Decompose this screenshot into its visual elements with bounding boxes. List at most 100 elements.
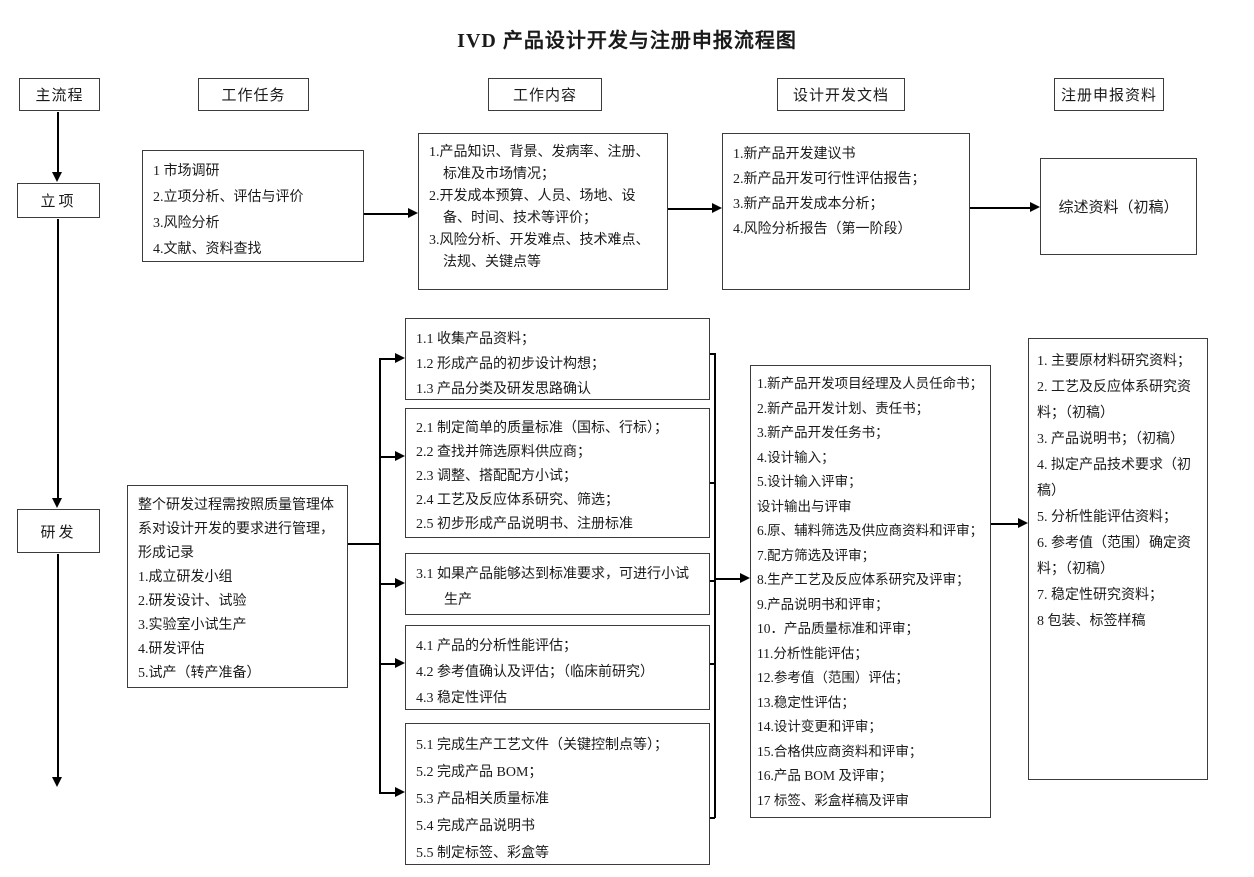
- text-line: 3. 产品说明书；（初稿）: [1037, 432, 1184, 447]
- text-line: 6. 参考值（范围）确定资料；（初稿）: [1037, 536, 1191, 577]
- connector-main-3: [57, 554, 59, 777]
- text-line: 14.设计变更和评审；: [757, 719, 882, 734]
- text-line: 5.设计输入评审；: [757, 474, 862, 489]
- text-line: 17 标签、彩盒样稿及评审: [757, 792, 909, 808]
- text-line: 整个研发过程需按照质量管理体系对设计开发的要求进行管理，形成记录: [138, 498, 334, 561]
- text-line: 设计输出与评审: [757, 498, 852, 514]
- text-line: 1.1 收集产品资料；: [416, 332, 535, 347]
- text-line: 7. 稳定性研究资料；: [1037, 588, 1163, 603]
- text-line: 5.2 完成产品 BOM；: [416, 765, 543, 780]
- arrow-right-icon: [712, 203, 722, 213]
- text-line: 2.立项分析、评估与评价: [153, 190, 304, 205]
- text-line: 2. 工艺及反应体系研究资料；（初稿）: [1037, 380, 1191, 421]
- arrow-right-icon: [1018, 518, 1028, 528]
- row2-content-box-3: 3.1 如果产品能够达到标准要求，可进行小试生产: [405, 553, 710, 615]
- text-line: 3.新产品开发任务书；: [757, 425, 889, 440]
- row2-docs-box: 1.新产品开发项目经理及人员任命书；2.新产品开发计划、责任书；3.新产品开发任…: [750, 365, 991, 818]
- connector-branch-vertical: [379, 358, 381, 793]
- text-line: 11.分析性能评估；: [757, 645, 868, 661]
- row1-task-box: 1 市场调研 2.立项分析、评估与评价 3.风险分析 4.文献、资料查找: [142, 150, 364, 262]
- text-line: 3.实验室小试生产: [138, 618, 247, 633]
- header-work-task: 工作任务: [198, 78, 309, 111]
- text-line: 1. 主要原材料研究资料；: [1037, 354, 1191, 369]
- text-line: 7.配方筛选及评审；: [757, 547, 876, 563]
- text-line: 5.4 完成产品说明书: [416, 819, 535, 834]
- connector-r1-a: [364, 213, 409, 215]
- arrow-right-icon: [395, 787, 405, 797]
- text-line: 2.2 查找并筛选原料供应商；: [416, 445, 591, 460]
- connector-branch-5: [379, 792, 397, 794]
- text-line: 4.设计输入；: [757, 449, 835, 465]
- text-line: 12.参考值（范围）评估；: [757, 670, 909, 685]
- connector-main-2: [57, 219, 59, 498]
- row1-registration-box: 综述资料（初稿）: [1040, 158, 1197, 255]
- text-line: 4.1 产品的分析性能评估；: [416, 639, 577, 654]
- connector-branch-1: [379, 358, 397, 360]
- text-line: 1.新产品开发建议书: [733, 147, 856, 162]
- stage-lixiang: 立项: [17, 183, 100, 218]
- connector-merge-vertical: [714, 353, 716, 818]
- text-line: 2.4 工艺及反应体系研究、筛选；: [416, 493, 619, 508]
- arrow-right-icon: [395, 451, 405, 461]
- arrow-right-icon: [1030, 202, 1040, 212]
- row2-content-box-1: 1.1 收集产品资料； 1.2 形成产品的初步设计构想； 1.3 产品分类及研发思路…: [405, 318, 710, 400]
- text-line: 3.风险分析: [153, 216, 220, 231]
- text-line: 1.成立研发小组: [138, 570, 233, 585]
- row2-content-box-4: 4.1 产品的分析性能评估； 4.2 参考值确认及评估；（临床前研究） 4.3 稳定…: [405, 625, 710, 710]
- text-line: 2.开发成本预算、人员、场地、设备、时间、技术等评价；: [429, 189, 636, 226]
- text-line: 5.试产（转产准备）: [138, 666, 261, 681]
- text-line: 1.产品知识、背景、发病率、注册、标准及市场情况；: [429, 145, 650, 182]
- text-line: 9.产品说明书和评审；: [757, 596, 889, 612]
- header-work-content: 工作内容: [488, 78, 602, 111]
- arrow-right-icon: [408, 208, 418, 218]
- text-line: 3.新产品开发成本分析；: [733, 197, 884, 212]
- text-line: 4. 拟定产品技术要求（初稿）: [1037, 458, 1191, 499]
- header-registration: 注册申报资料: [1054, 78, 1164, 111]
- arrow-right-icon: [740, 573, 750, 583]
- page-title: IVD 产品设计开发与注册申报流程图: [457, 30, 797, 52]
- text-line: 4.3 稳定性评估: [416, 691, 507, 706]
- connector-r1-c: [970, 207, 1031, 209]
- text-line: 2.1 制定简单的质量标准（国标、行标）；: [416, 421, 668, 436]
- text-line: 2.5 初步形成产品说明书、注册标准: [416, 517, 633, 532]
- connector-branch-3: [379, 583, 397, 585]
- connector-r2-out: [991, 523, 1019, 525]
- row2-content-box-5: 5.1 完成生产工艺文件（关键控制点等）； 5.2 完成产品 BOM； 5.3 产品…: [405, 723, 710, 865]
- connector-r1-b: [668, 208, 713, 210]
- text-line: 2.新产品开发可行性评估报告；: [733, 172, 926, 187]
- row2-task-box: 整个研发过程需按照质量管理体系对设计开发的要求进行管理，形成记录 1.成立研发小组…: [127, 485, 348, 688]
- text-line: 6.原、辅料筛选及供应商资料和评审；: [757, 523, 984, 538]
- text-line: 5. 分析性能评估资料；: [1037, 510, 1177, 525]
- header-main-process: 主流程: [19, 78, 100, 111]
- arrow-down-icon: [52, 498, 62, 508]
- row1-content-box: 1.产品知识、背景、发病率、注册、标准及市场情况； 2.开发成本预算、人员、场地、…: [418, 133, 668, 290]
- arrow-right-icon: [395, 658, 405, 668]
- text-line: 5.3 产品相关质量标准: [416, 792, 549, 807]
- connector-merge-5: [710, 817, 715, 819]
- text-line: 1 市场调研: [153, 164, 220, 179]
- text-line: 2.3 调整、搭配配方小试；: [416, 469, 577, 484]
- connector-merge-out: [714, 578, 741, 580]
- text-line: 1.3 产品分类及研发思路确认: [416, 382, 591, 397]
- text-line: 4.2 参考值确认及评估；（临床前研究）: [416, 665, 654, 680]
- connector-merge-3: [710, 580, 715, 582]
- text-line: 3.1 如果产品能够达到标准要求，可进行小试生产: [416, 567, 689, 608]
- text-line: 3.风险分析、开发难点、技术难点、法规、关键点等: [429, 233, 650, 270]
- connector-branch-4: [379, 663, 397, 665]
- connector-branch-stub: [348, 543, 379, 545]
- text-line: 8.生产工艺及反应体系研究及评审；: [757, 572, 970, 587]
- connector-branch-2: [379, 456, 397, 458]
- arrow-down-icon: [52, 777, 62, 787]
- text-line: 1.2 形成产品的初步设计构想；: [416, 357, 605, 372]
- text-line: 13.稳定性评估；: [757, 694, 855, 710]
- connector-merge-1: [710, 353, 715, 355]
- row2-registration-box: 1. 主要原材料研究资料； 2. 工艺及反应体系研究资料；（初稿） 3. 产品说明书…: [1028, 338, 1208, 780]
- header-design-docs: 设计开发文档: [777, 78, 905, 111]
- row2-content-box-2: 2.1 制定简单的质量标准（国标、行标）； 2.2 查找并筛选原料供应商； 2.3 …: [405, 408, 710, 538]
- text-line: 2.研发设计、试验: [138, 594, 247, 609]
- text-line: 5.1 完成生产工艺文件（关键控制点等）；: [416, 738, 668, 753]
- text-line: 4.文献、资料查找: [153, 242, 262, 257]
- arrow-down-icon: [52, 172, 62, 182]
